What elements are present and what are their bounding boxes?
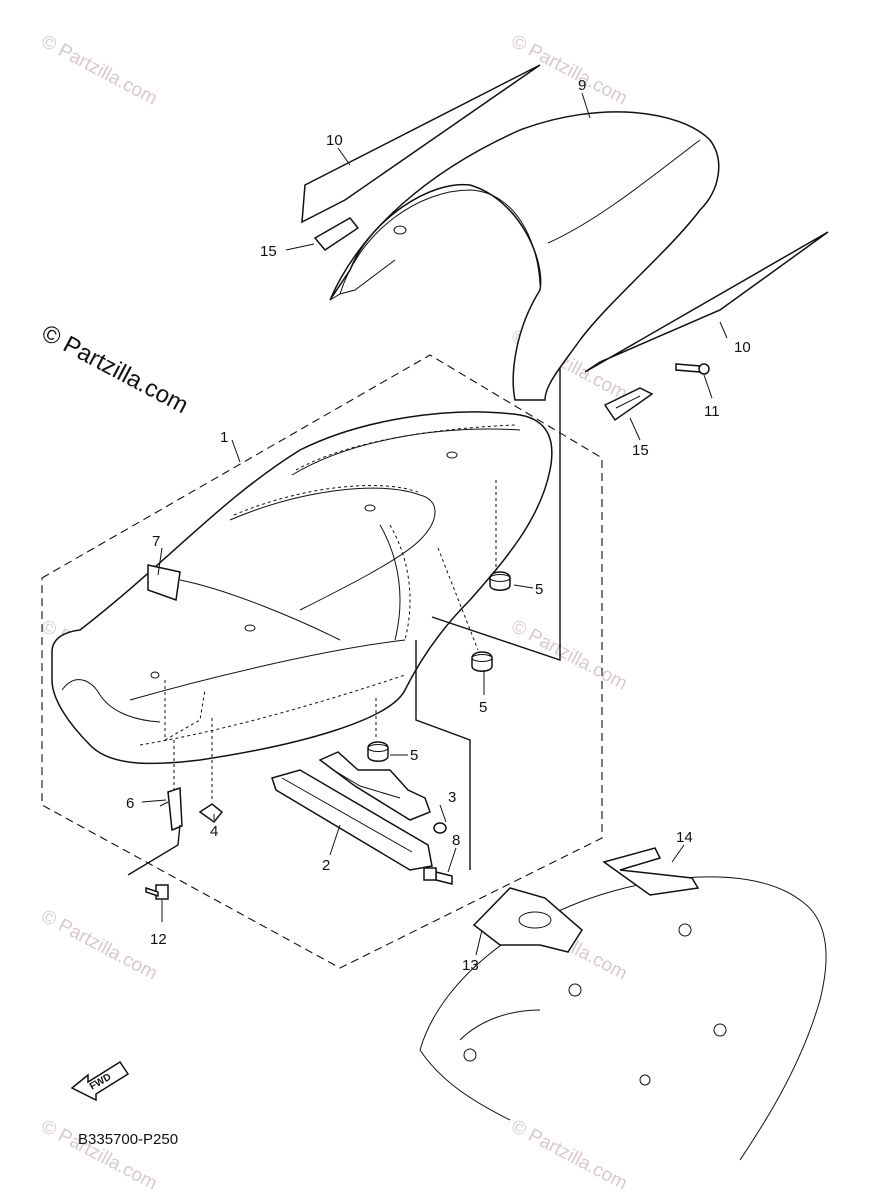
callout-7: 7 [152,533,160,550]
callout-11: 11 [704,403,720,420]
callout-6: 6 [126,795,134,812]
emblem [603,387,654,422]
callout-13: 13 [462,957,479,974]
bolt [145,884,169,900]
fwd-arrow-icon: FWD [70,1060,130,1102]
callout-15: 15 [632,442,649,459]
callout-3: 3 [448,789,456,806]
emblem [313,217,360,251]
label-sticker [147,564,181,602]
seat-assembly [51,411,553,765]
callout-5: 5 [479,699,487,716]
damper [489,571,511,591]
watermark: © Partzilla.com [508,1116,631,1195]
watermark: © Partzilla.com [38,31,161,110]
callout-12: 12 [150,931,167,948]
watermark: © Partzilla.com [38,1116,161,1195]
callout-4: 4 [210,823,218,840]
callout-numbers: 1 2 3 4 5 5 5 6 7 8 9 10 10 11 12 13 14 … [126,77,751,974]
seat-lock-bracket [159,786,183,832]
seat-bracket [271,751,433,871]
callout-5: 5 [535,581,543,598]
callout-5: 5 [410,747,418,764]
seat-mount-bracket [472,887,583,953]
bolt [423,867,453,885]
watermark: © Partzilla.com [508,31,631,110]
drawing-code: B335700-P250 [78,1131,178,1148]
callout-1: 1 [220,429,228,446]
decal-strip [301,64,541,224]
callout-leaders [141,92,728,956]
callout-9: 9 [578,77,586,94]
callout-10: 10 [734,339,751,356]
callout-8: 8 [452,832,460,849]
assembly-boundary [41,354,603,969]
damper [471,651,493,672]
callout-2: 2 [322,857,330,874]
partzilla-watermark: © Partzilla.com [37,319,192,419]
screw [675,363,710,375]
seat-hook-bracket [602,847,700,896]
damper [367,741,389,762]
watermark: © Partzilla.com [38,906,161,985]
callout-10: 10 [326,132,343,149]
nut [433,822,447,834]
rear-fender-cover [329,111,720,401]
callout-15: 15 [260,243,277,260]
decal-strip [584,231,829,373]
watermark: © Partzilla.com [508,616,631,695]
clip [198,803,224,824]
callout-14: 14 [676,829,693,846]
